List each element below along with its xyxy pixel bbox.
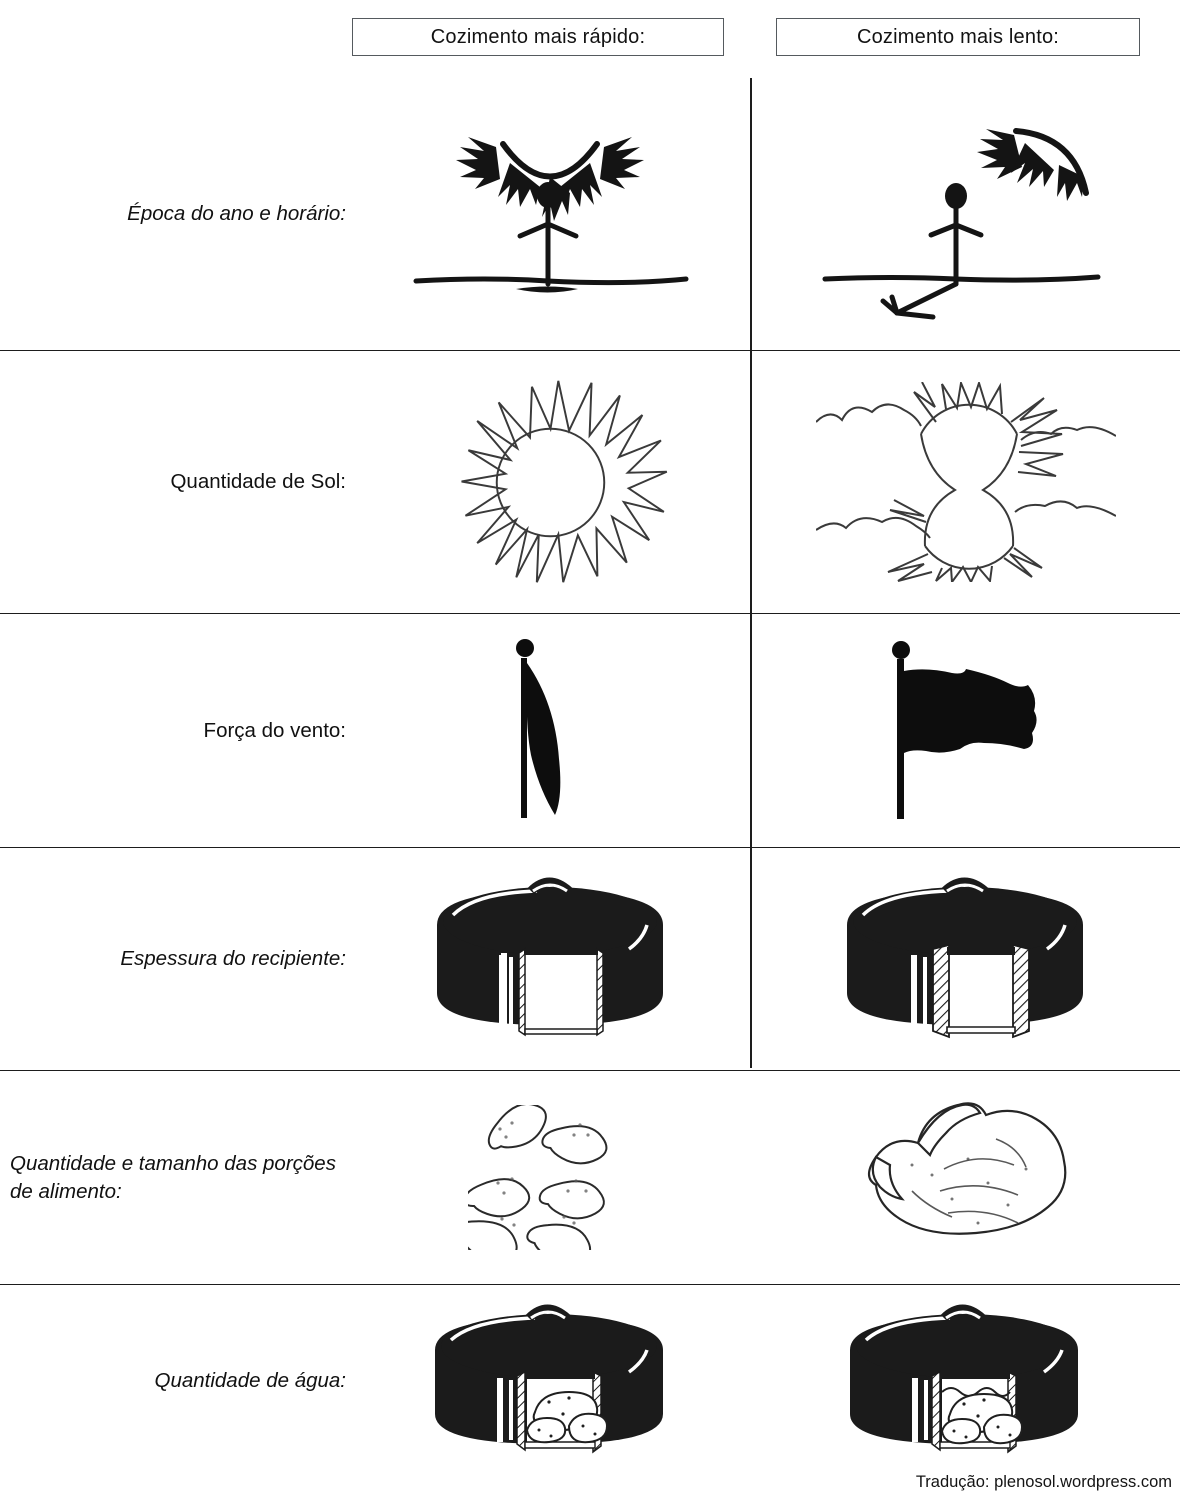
row-label-text: Quantidade e tamanho das porções de alim… <box>10 1152 336 1203</box>
pot-with-potatoes-and-water-icon <box>838 1294 1093 1469</box>
comparison-table: Época do ano e horário: <box>0 78 1180 1477</box>
row-label-text: Força do vento: <box>203 718 346 742</box>
translation-credit: Tradução: plenosol.wordpress.com <box>915 1473 1172 1491</box>
thick-wall-pot-icon <box>833 867 1098 1052</box>
header-row: Cozimento mais rápido: Cozimento mais le… <box>0 0 1180 78</box>
row-label-wind: Força do vento: <box>0 614 350 847</box>
cell-slower-wind <box>750 614 1180 847</box>
row-label-text: Quantidade de Sol: <box>170 470 346 494</box>
cell-faster-water <box>350 1285 750 1477</box>
cell-slower-sun <box>750 351 1180 613</box>
row-label-text: Espessura do recipiente: <box>120 947 346 971</box>
row-label-pot-thickness: Espessura do recipiente: <box>0 848 350 1070</box>
table-row: Força do vento: <box>0 614 1180 848</box>
table-row: Quantidade de Sol: <box>0 351 1180 614</box>
cell-faster-season <box>350 78 750 350</box>
row-label-text: Quantidade de água: <box>154 1369 347 1393</box>
low-sun-long-shadow-icon <box>811 99 1121 329</box>
row-label-season-time: Época do ano e horário: <box>0 78 350 350</box>
row-label-text: Época do ano e horário: <box>127 202 346 226</box>
cell-slower-food <box>750 1071 1180 1284</box>
sun-overhead-short-shadow-icon <box>400 99 700 329</box>
whole-chicken-icon <box>848 1095 1083 1260</box>
cell-faster-sun <box>350 351 750 613</box>
cell-slower-water <box>750 1285 1180 1477</box>
sun-behind-clouds-icon <box>815 382 1116 582</box>
header-label-faster: Cozimento mais rápido: <box>430 25 646 48</box>
cell-slower-pot <box>750 848 1180 1070</box>
cell-faster-food <box>350 1071 750 1284</box>
thin-wall-pot-icon <box>423 867 678 1052</box>
cell-slower-season <box>750 78 1180 350</box>
header-box-faster: Cozimento mais rápido: <box>352 18 724 56</box>
row-label-amount-of-sun: Quantidade de Sol: <box>0 351 350 613</box>
header-box-slower: Cozimento mais lento: <box>776 18 1140 56</box>
table-row: Espessura do recipiente: <box>0 848 1180 1071</box>
cell-faster-pot <box>350 848 750 1070</box>
row-label-food-portions: Quantidade e tamanho das porções de alim… <box>0 1071 350 1284</box>
table-row: Quantidade de água: <box>0 1285 1180 1477</box>
table-row: Época do ano e horário: <box>0 78 1180 351</box>
header-label-slower: Cozimento mais lento: <box>856 25 1060 48</box>
full-sun-icon <box>433 375 668 590</box>
table-row: Quantidade e tamanho das porções de alim… <box>0 1071 1180 1285</box>
flying-flag-icon <box>873 633 1058 828</box>
pot-with-potatoes-no-water-icon <box>423 1294 678 1469</box>
row-label-water-amount: Quantidade de água: <box>0 1285 350 1477</box>
limp-flag-icon <box>485 633 615 828</box>
chicken-drumsticks-icon <box>467 1105 633 1250</box>
cell-faster-wind <box>350 614 750 847</box>
